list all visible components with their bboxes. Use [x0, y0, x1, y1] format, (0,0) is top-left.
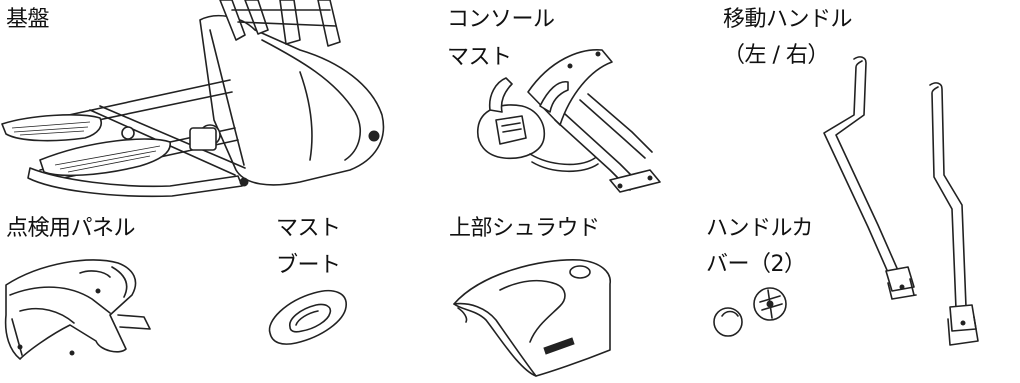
handle-cover-label-line2: バー（2） — [706, 252, 806, 277]
handle-cover-label-line1: ハンドルカ — [706, 216, 813, 241]
move-handles-label-line2: （左 / 右） — [723, 43, 829, 68]
base-label: 基盤 — [6, 7, 50, 32]
console-mast-label-line2: マスト — [447, 45, 512, 70]
console-mast-label-line1: コンソール — [447, 7, 555, 32]
mast-boot-label-line2: ブート — [276, 253, 341, 278]
base-illustration — [1, 0, 385, 198]
handle-cover-illustration — [713, 287, 787, 337]
upper-shroud-illustration — [453, 259, 611, 377]
access-panel-label: 点検用パネル — [6, 216, 136, 241]
access-panel-illustration — [4, 259, 151, 360]
move-handles-illustration — [823, 56, 979, 346]
mast-boot-illustration — [268, 289, 347, 345]
console-mast-illustration — [477, 49, 661, 193]
move-handles-label-line1: 移動ハンドル — [723, 7, 853, 32]
mast-boot-label-line1: マスト — [276, 216, 341, 241]
upper-shroud-label: 上部シュラウド — [449, 216, 600, 241]
